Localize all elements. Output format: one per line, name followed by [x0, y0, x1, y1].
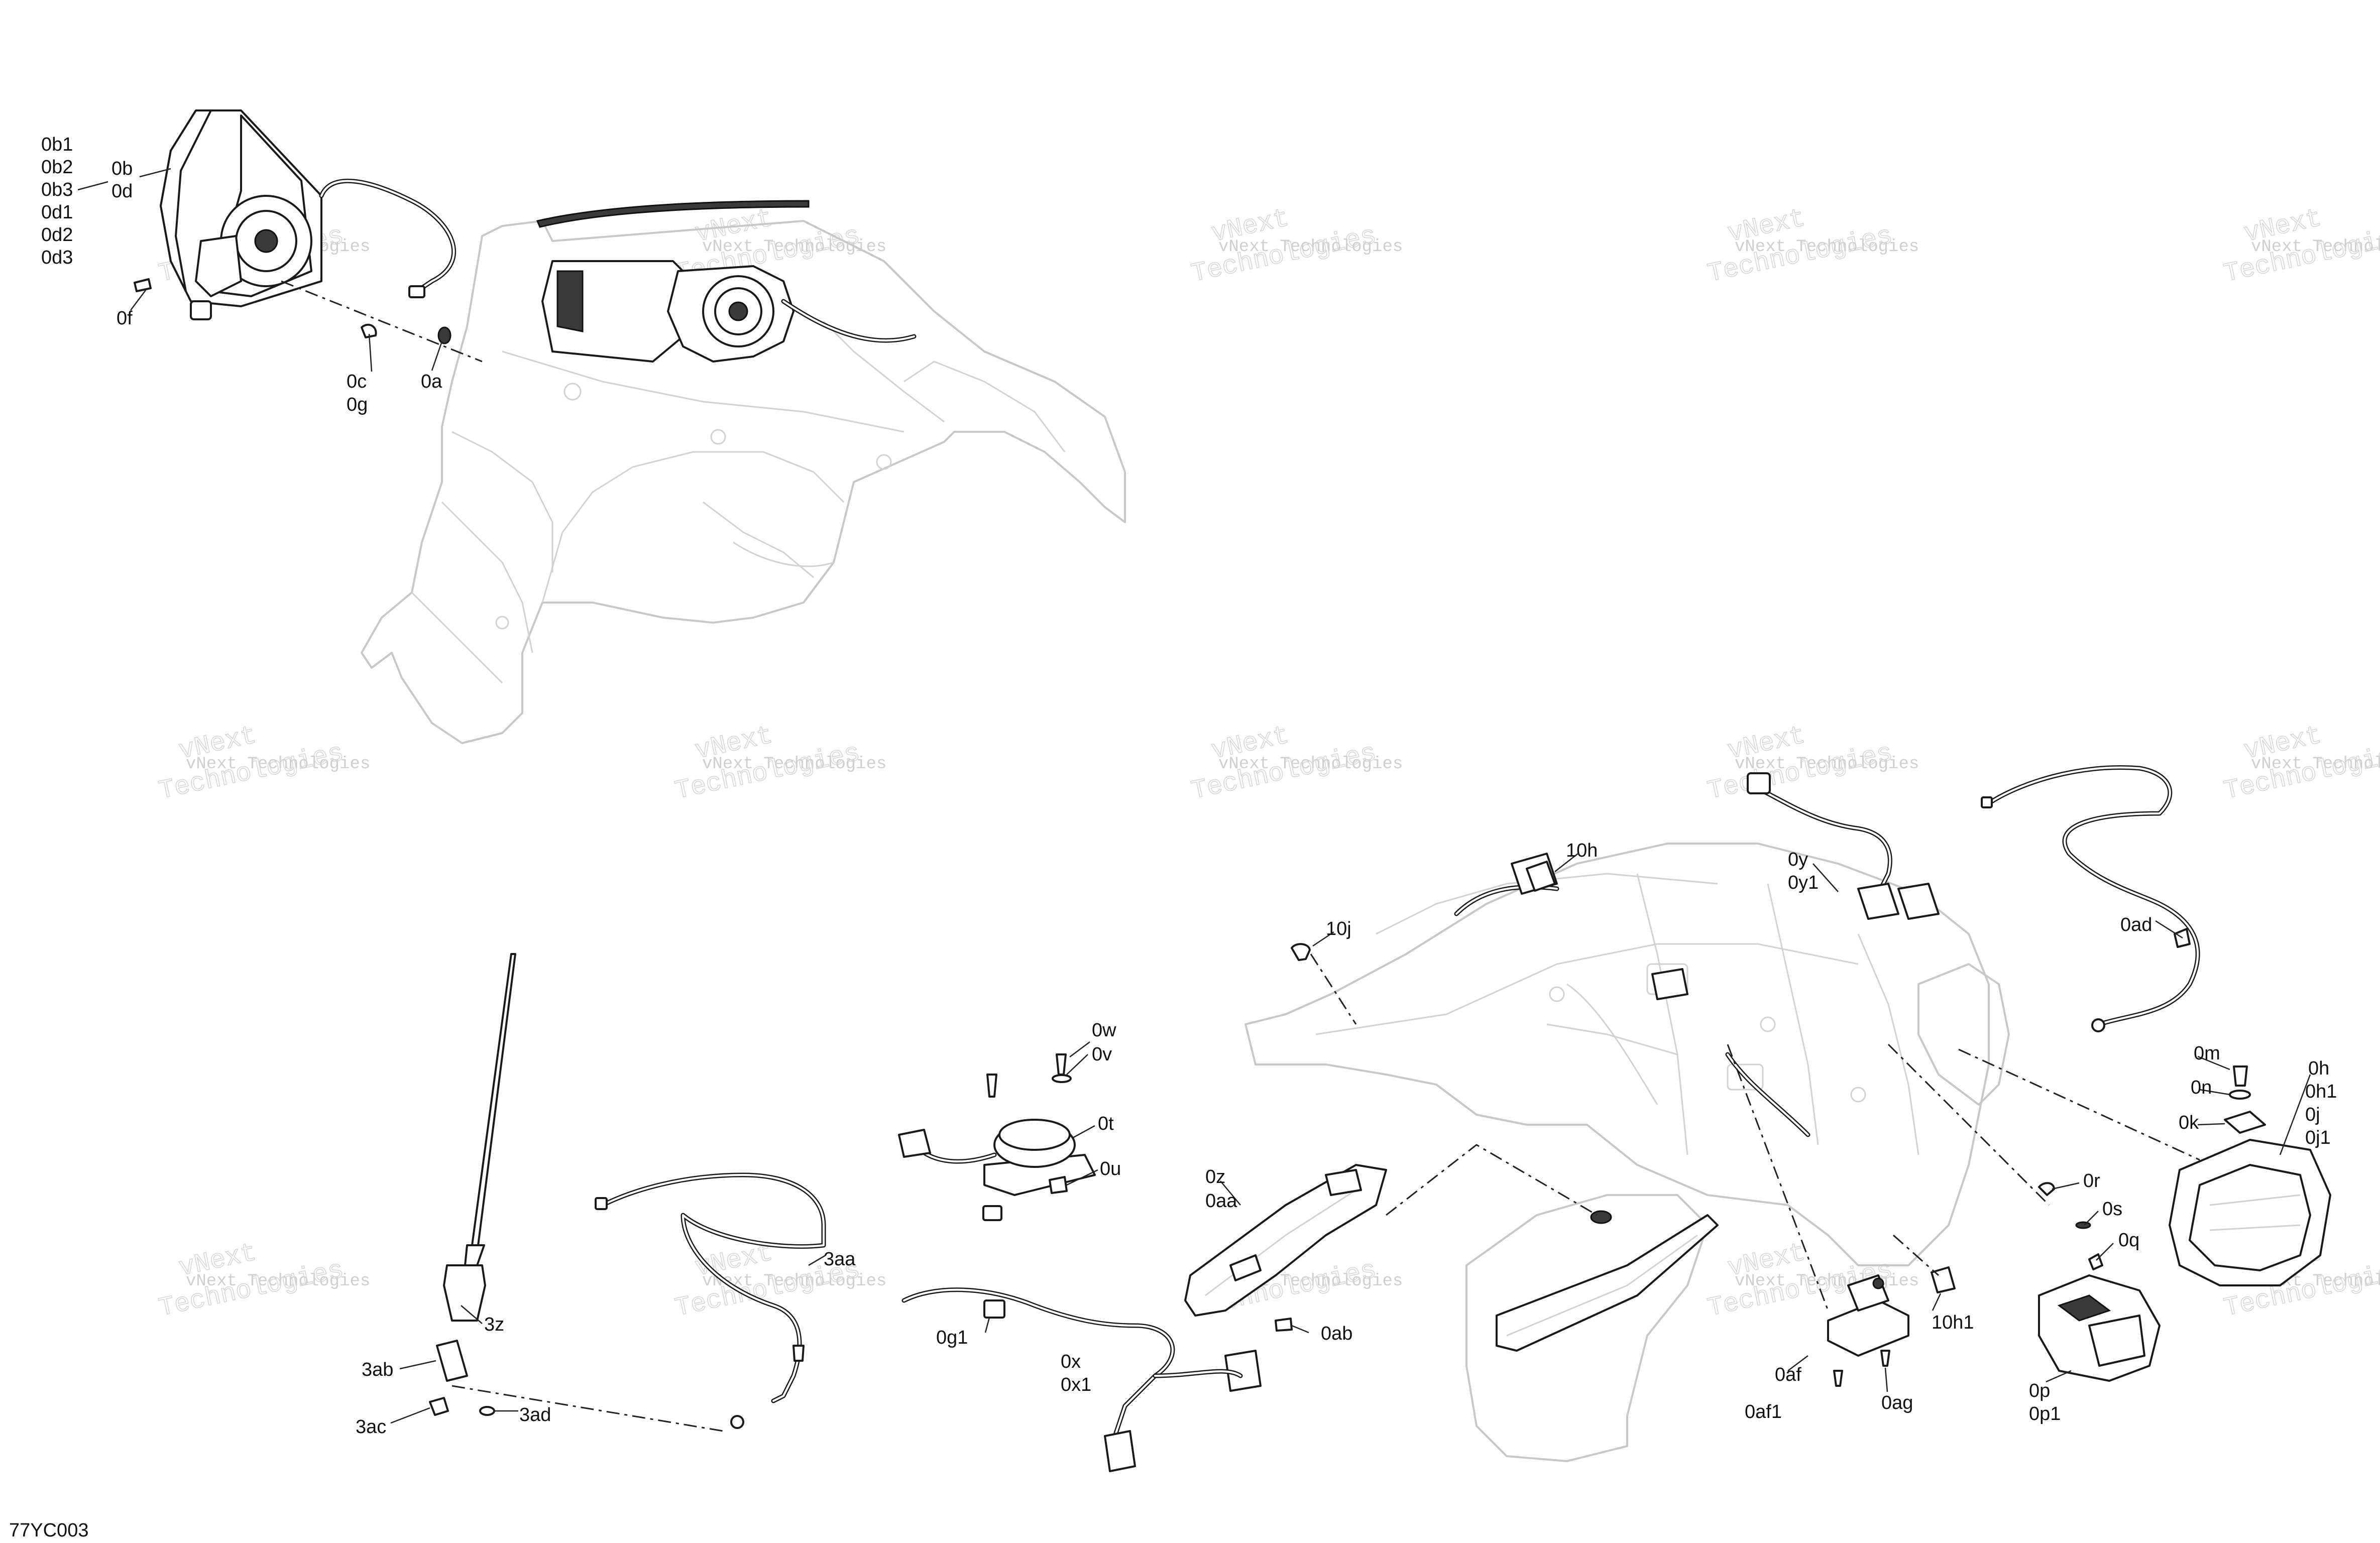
callout-0h1: 0h1: [2305, 1081, 2337, 1102]
callout-0z: 0z: [1205, 1166, 1225, 1188]
bracket-0z: [1184, 1164, 1387, 1332]
watermark-small: vNext Technologies: [2251, 238, 2380, 257]
callout-0ad: 0ad: [2120, 914, 2152, 935]
watermark: vNext vNext Technologies Technologies: [2221, 203, 2380, 290]
taillight-0h: [2169, 1065, 2331, 1286]
callout-0q: 0q: [2118, 1230, 2139, 1251]
watermark-small: vNext Technologies: [702, 755, 886, 774]
horn-0t: [898, 1053, 1096, 1221]
callout-0b2: 0b2: [41, 157, 73, 178]
callout-0h: 0h: [2308, 1058, 2329, 1079]
callout-0n: 0n: [2191, 1077, 2212, 1098]
callout-0j: 0j: [2305, 1104, 2320, 1125]
callout-0aa: 0aa: [1205, 1191, 1237, 1212]
rear-fender-ghost: [1465, 963, 2010, 1462]
callout-0ag: 0ag: [1881, 1392, 1913, 1413]
watermark: vNext vNext Technologies Technologies: [1188, 721, 1403, 807]
callout-10h1: 10h1: [1932, 1312, 1974, 1333]
callout-0t: 0t: [1098, 1113, 1114, 1134]
watermark: vNext vNext Technologies Technologies: [1188, 203, 1403, 290]
watermark-small: vNext Technologies: [1218, 755, 1403, 774]
callout-0j1: 0j1: [2305, 1127, 2331, 1148]
callout-0af: 0af: [1775, 1364, 1801, 1385]
callout-0d2: 0d2: [41, 224, 73, 246]
watermark-small: vNext Technologies: [186, 1272, 370, 1291]
headlight-assembly: [160, 109, 456, 320]
callout-0a: 0a: [421, 371, 442, 392]
callout-0m: 0m: [2194, 1043, 2220, 1064]
watermark: vNext vNext Technologies Technologies: [1705, 721, 1919, 807]
harness-0y: [1747, 772, 1940, 920]
callout-0b: 0b: [111, 158, 133, 179]
callout-leaders: [77, 168, 2311, 1424]
assembly-lines: [281, 280, 2200, 1432]
callout-0x1: 0x1: [1061, 1374, 1091, 1395]
callout-0d: 0d: [111, 181, 133, 202]
watermark: vNext vNext Technologies Technologies: [156, 1238, 370, 1324]
callout-3ad: 3ad: [519, 1404, 551, 1426]
callout-0y: 0y: [1788, 849, 1808, 870]
push-rivet-10j: [1291, 943, 1311, 961]
callout-0r: 0r: [2083, 1170, 2100, 1192]
antenna-3z: [429, 953, 516, 1416]
harness-3aa: [595, 1172, 826, 1429]
callout-0p: 0p: [2029, 1380, 2050, 1401]
watermark-small: vNext Technologies: [1735, 755, 1919, 774]
headlight-small-parts: [134, 278, 451, 344]
callout-0c: 0c: [347, 371, 367, 392]
callout-0b3: 0b3: [41, 179, 73, 200]
figure-code: 77YC003: [9, 1520, 88, 1541]
connector-10h: [1526, 861, 1556, 892]
callout-0s: 0s: [2102, 1199, 2122, 1220]
watermark-small: vNext Technologies: [186, 755, 370, 774]
callout-0af1: 0af1: [1745, 1401, 1782, 1422]
watermark-small: vNext Technologies: [2251, 755, 2380, 774]
callout-0b1: 0b1: [41, 134, 73, 155]
callout-0w: 0w: [1092, 1020, 1116, 1041]
callout-10j: 10j: [1326, 918, 1351, 939]
callout-0y1: 0y1: [1788, 872, 1819, 893]
watermark-small: vNext Technologies: [1735, 238, 1919, 257]
headlight-mounted: [536, 200, 917, 363]
watermark-small: vNext Technologies: [1218, 238, 1403, 257]
watermark-layer: vNext vNext Technologies Technologies vN…: [156, 203, 2380, 1324]
callout-0d1: 0d1: [41, 202, 73, 223]
license-light-0p: [2038, 1182, 2161, 1382]
callout-0d3: 0d3: [41, 247, 73, 268]
callout-3aa: 3aa: [824, 1249, 856, 1270]
callout-3ac: 3ac: [356, 1416, 386, 1438]
watermark: vNext vNext Technologies Technologies: [156, 721, 370, 807]
callout-0ab: 0ab: [1321, 1323, 1352, 1344]
watermark: vNext vNext Technologies Technologies: [1705, 203, 1919, 290]
callout-0v: 0v: [1092, 1044, 1112, 1065]
rear-harness-mounted: [1454, 853, 1810, 1137]
rear-subframe-ghost: [1244, 843, 1990, 1266]
callout-10h: 10h: [1566, 840, 1598, 861]
watermark: vNext vNext Technologies Technologies: [2221, 721, 2380, 807]
harness-0ad: [1981, 765, 2200, 1032]
watermark-small: vNext Technologies: [1735, 1272, 1919, 1291]
watermark: vNext vNext Technologies Technologies: [672, 203, 886, 290]
connector-10h1: [1931, 1266, 1956, 1293]
callout-0g: 0g: [347, 394, 368, 415]
callout-3z: 3z: [484, 1314, 504, 1335]
callout-0f: 0f: [117, 308, 133, 329]
callout-labels: 0b1 0b2 0b3 0d1 0d2 0d3 0b 0d 0f 0c 0g 0…: [9, 134, 2337, 1541]
harness-0x: [901, 1287, 1262, 1472]
callout-0g1: 0g1: [936, 1327, 968, 1348]
callout-0k: 0k: [2179, 1112, 2199, 1133]
watermark: vNext vNext Technologies Technologies: [672, 721, 886, 807]
callout-0x: 0x: [1061, 1351, 1081, 1372]
front-frame-ghost: [361, 220, 1126, 744]
bracket-0af: [1827, 1274, 1909, 1387]
callout-3ab: 3ab: [362, 1359, 393, 1380]
callout-0u: 0u: [1100, 1158, 1121, 1179]
callout-0p1: 0p1: [2029, 1403, 2061, 1425]
